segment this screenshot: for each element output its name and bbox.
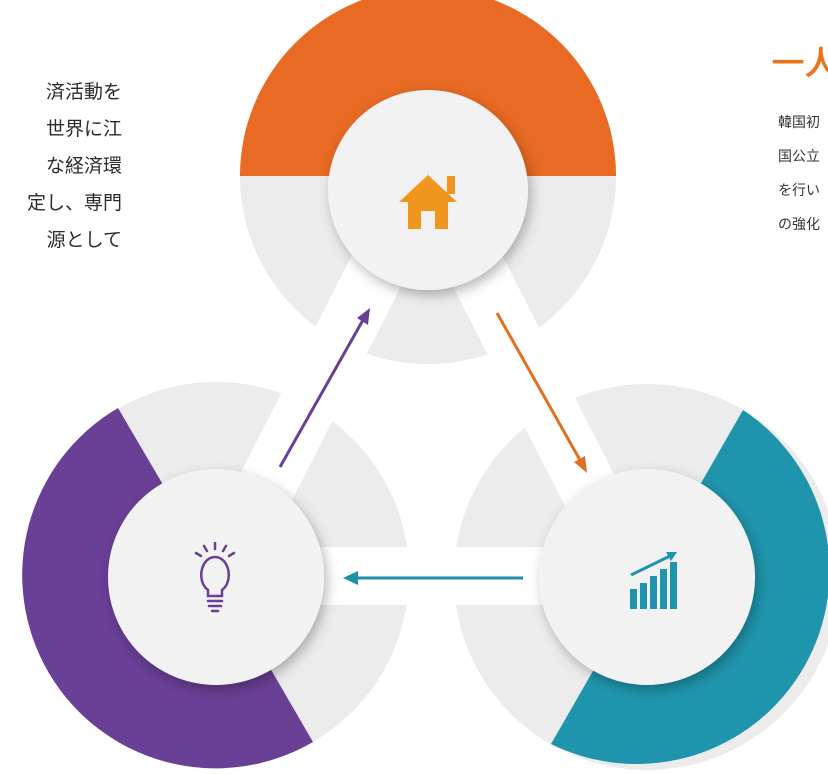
right-panel-text: 韓国初 国公立 を行い の強化 bbox=[778, 106, 820, 242]
arrow-top-to-right bbox=[495, 312, 587, 473]
right-panel-line: の強化 bbox=[778, 217, 820, 233]
right-hub bbox=[539, 469, 755, 685]
arrow-left-to-top bbox=[278, 308, 370, 468]
growth-chart-icon bbox=[630, 552, 677, 609]
arrow-right-to-left bbox=[343, 571, 523, 585]
left-paragraph-line: 済活動を bbox=[45, 81, 122, 103]
left-paragraph-line: 世界に江 bbox=[45, 118, 122, 140]
top-ring-segment bbox=[240, 0, 616, 176]
left-paragraph-line: 源として bbox=[46, 229, 122, 251]
arrow-top-to-right-head bbox=[574, 456, 587, 473]
left-paragraph-line: な経済環 bbox=[45, 155, 122, 177]
lightbulb-icon bbox=[194, 541, 236, 613]
right-panel-line: 韓国初 bbox=[778, 115, 820, 131]
left-paragraph: 済活動を 世界に江 な経済環 定し、専門 源として bbox=[27, 74, 122, 259]
corridor-left-top bbox=[236, 248, 407, 509]
right-panel-line: を行い bbox=[778, 183, 820, 199]
home-icon bbox=[399, 175, 457, 229]
right-panel-line: 国公立 bbox=[778, 149, 820, 165]
arrow-left-to-top-line bbox=[278, 319, 365, 468]
right-panel-heading: 一人 bbox=[772, 44, 828, 82]
arrow-top-to-right-line bbox=[495, 312, 582, 461]
arrow-left-to-top-head bbox=[357, 308, 370, 325]
arrow-right-to-left-head bbox=[343, 571, 358, 585]
left-paragraph-line: 定し、専門 bbox=[26, 192, 122, 214]
left-hub bbox=[108, 469, 324, 685]
